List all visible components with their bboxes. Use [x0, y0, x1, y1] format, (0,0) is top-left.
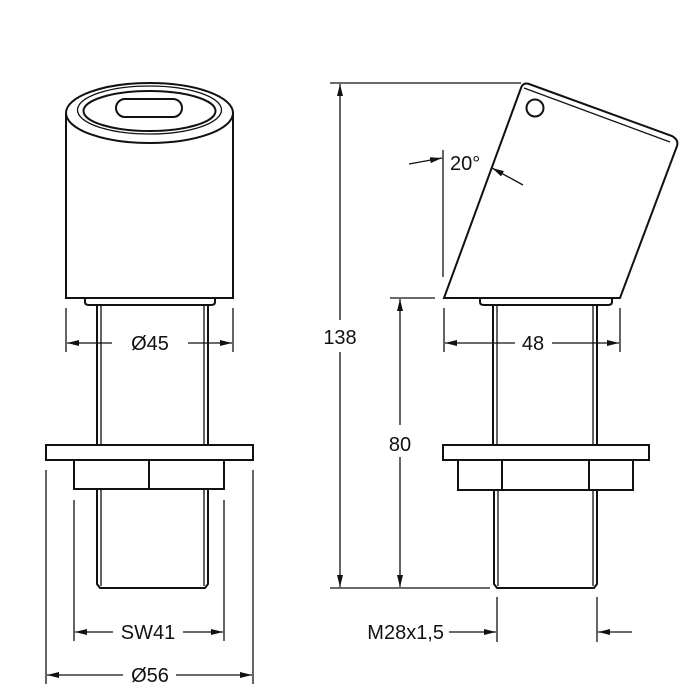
cylinder-head — [65, 82, 234, 299]
dimension-sw41: SW41 — [73, 500, 225, 644]
hex-nut — [73, 459, 225, 490]
label-138: 138 — [323, 327, 356, 349]
label-thread: M28x1,5 — [367, 622, 444, 644]
label-80: 80 — [389, 434, 411, 456]
collar — [84, 298, 216, 306]
label-d56: Ø56 — [131, 665, 169, 687]
flange — [442, 444, 650, 461]
angled-head — [442, 82, 679, 299]
dimension-138: 138 — [323, 82, 521, 589]
side-view: 20° 138 80 48 M28x1,5 — [323, 82, 679, 644]
collar — [479, 298, 613, 306]
flange — [45, 444, 254, 461]
dimension-thread: M28x1,5 — [367, 597, 632, 644]
hex-nut — [457, 459, 634, 491]
shaft — [492, 305, 598, 445]
dimension-angle: 20° — [408, 150, 524, 277]
label-48: 48 — [522, 333, 544, 355]
label-d45: Ø45 — [131, 333, 169, 355]
sensor-hole — [525, 98, 545, 118]
threaded-stem — [96, 489, 209, 589]
dimension-d45: Ø45 — [65, 308, 234, 355]
label-sw41: SW41 — [121, 622, 175, 644]
threaded-stem — [493, 490, 598, 589]
dimension-80: 80 — [389, 297, 435, 587]
label-angle: 20° — [450, 153, 480, 175]
front-view: Ø45 SW41 Ø56 — [45, 82, 254, 687]
dimension-d56: Ø56 — [45, 470, 254, 687]
dimension-48: 48 — [443, 308, 621, 355]
shaft — [96, 305, 209, 445]
